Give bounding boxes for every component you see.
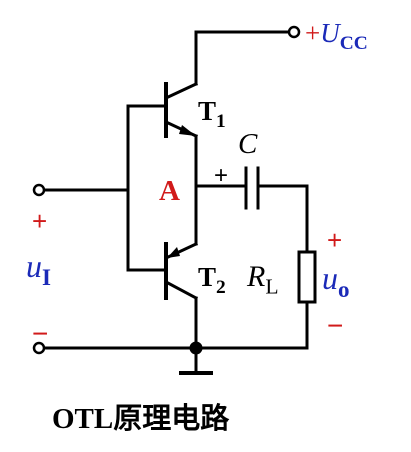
- supply-wire: [194, 25, 301, 86]
- supply-plus: +: [305, 18, 321, 48]
- t1-label: T1: [198, 96, 226, 132]
- t2-symbol: T: [198, 262, 217, 292]
- capacitor-label: C: [238, 128, 258, 160]
- output-plus: +: [327, 225, 343, 255]
- output-symbol: u: [322, 260, 338, 296]
- load-subscript: L: [265, 274, 279, 299]
- output-subscript: o: [338, 276, 350, 303]
- t2-label: T2: [198, 262, 226, 298]
- output-minus: −: [327, 310, 344, 341]
- input-minus: −: [32, 318, 49, 349]
- supply-subscript: CC: [339, 32, 368, 54]
- capacitor-polarity: +: [214, 162, 229, 189]
- load-label: RL: [247, 260, 279, 298]
- node-a-label: A: [159, 175, 180, 207]
- input-plus: +: [32, 206, 48, 236]
- base-and-input-wiring: [32, 104, 168, 272]
- transistor-t2-pnp-icon: [163, 242, 199, 301]
- t1-subscript: 1: [216, 110, 226, 132]
- capacitor-icon: [244, 166, 309, 254]
- ground-wiring: [32, 296, 309, 375]
- load-resistor-icon: [297, 250, 317, 350]
- supply-symbol: U: [320, 18, 340, 48]
- transistor-t1-npn-icon: [164, 82, 198, 138]
- input-symbol: u: [26, 248, 42, 284]
- diagram-caption: OTL原理电路: [52, 403, 230, 435]
- node-a-wiring: [194, 134, 248, 246]
- input-label: uI: [26, 248, 51, 289]
- supply-label: +UCC: [305, 18, 368, 54]
- t1-symbol: T: [198, 96, 217, 126]
- output-label: uo: [322, 260, 350, 301]
- input-subscript: I: [42, 264, 51, 291]
- t2-subscript: 2: [216, 276, 226, 298]
- load-symbol: R: [247, 260, 266, 293]
